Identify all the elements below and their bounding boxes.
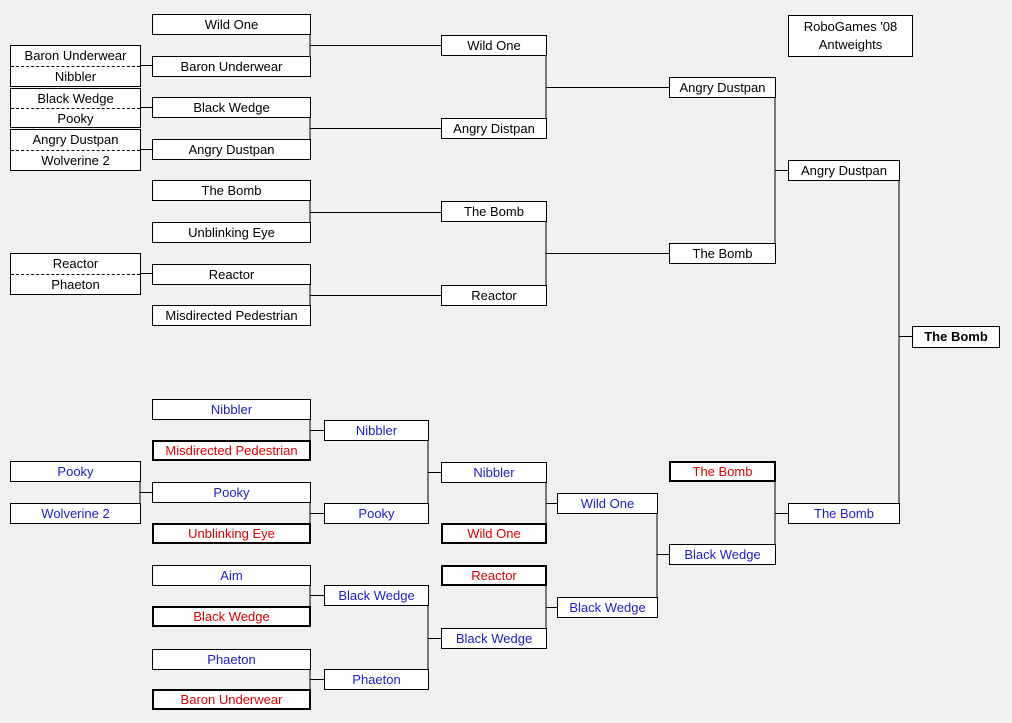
losers-c2-slot: Pooky	[324, 503, 429, 524]
losers-final-slot: The Bomb	[788, 503, 900, 524]
losers-prelim-slot: Wolverine 2	[10, 503, 141, 524]
prelim-match-1: Baron Underwear Nibbler	[10, 45, 141, 87]
winners-r1-slot: Wild One	[152, 14, 311, 35]
losers-c2-slot: Phaeton	[324, 669, 429, 690]
losers-c2-slot: Black Wedge	[324, 585, 429, 606]
losers-prelim-slot: Pooky	[10, 461, 141, 482]
losers-c3-slot: Nibbler	[441, 462, 547, 483]
prelim-match-3: Angry Dustpan Wolverine 2	[10, 129, 141, 171]
winners-r3-slot: The Bomb	[669, 243, 776, 264]
losers-c5-slot: The Bomb	[669, 461, 776, 482]
losers-c1-slot: Phaeton	[152, 649, 311, 670]
prelim-match-2: Black Wedge Pooky	[10, 88, 141, 128]
title-line-1: RoboGames '08	[803, 19, 898, 34]
losers-c2-slot: Nibbler	[324, 420, 429, 441]
losers-c1-slot: Pooky	[152, 482, 311, 503]
winners-r1-slot: Baron Underwear	[152, 56, 311, 77]
winners-r2-slot: The Bomb	[441, 201, 547, 222]
winners-r1-slot: Reactor	[152, 264, 311, 285]
winners-r2-slot: Wild One	[441, 35, 547, 56]
prelim-slot: Reactor	[11, 254, 140, 275]
winners-r1-slot: Black Wedge	[152, 97, 311, 118]
prelim-match-4: Reactor Phaeton	[10, 253, 141, 295]
losers-c3-slot: Black Wedge	[441, 628, 547, 649]
prelim-slot: Black Wedge	[11, 89, 140, 109]
winners-r2-slot: Angry Distpan	[441, 118, 547, 139]
winners-r3-slot: Angry Dustpan	[669, 77, 776, 98]
winners-r2-slot: Reactor	[441, 285, 547, 306]
losers-c1-slot: Nibbler	[152, 399, 311, 420]
losers-c3-slot: Reactor	[441, 565, 547, 586]
prelim-slot: Wolverine 2	[41, 153, 110, 168]
winners-r1-slot: Unblinking Eye	[152, 222, 311, 243]
winners-r1-slot: The Bomb	[152, 180, 311, 201]
tournament-title: RoboGames '08 Antweights	[788, 15, 913, 57]
winners-r1-slot: Angry Dustpan	[152, 139, 311, 160]
losers-c3-slot: Wild One	[441, 523, 547, 544]
losers-c1-slot: Unblinking Eye	[152, 523, 311, 544]
champion-slot: The Bomb	[912, 326, 1000, 348]
prelim-slot: Pooky	[57, 111, 94, 126]
winners-r1-slot: Misdirected Pedestrian	[152, 305, 311, 326]
losers-c5-slot: Black Wedge	[669, 544, 776, 565]
prelim-slot: Nibbler	[54, 69, 97, 84]
losers-c1-slot: Black Wedge	[152, 606, 311, 627]
winners-final-slot: Angry Dustpan	[788, 160, 900, 181]
prelim-slot: Phaeton	[51, 277, 100, 292]
prelim-slot: Angry Dustpan	[11, 130, 140, 151]
losers-c4-slot: Wild One	[557, 493, 658, 514]
losers-c1-slot: Aim	[152, 565, 311, 586]
losers-c4-slot: Black Wedge	[557, 597, 658, 618]
title-line-2: Antweights	[818, 37, 883, 52]
losers-c1-slot: Baron Underwear	[152, 689, 311, 710]
prelim-slot: Baron Underwear	[11, 46, 140, 67]
losers-c1-slot: Misdirected Pedestrian	[152, 440, 311, 461]
